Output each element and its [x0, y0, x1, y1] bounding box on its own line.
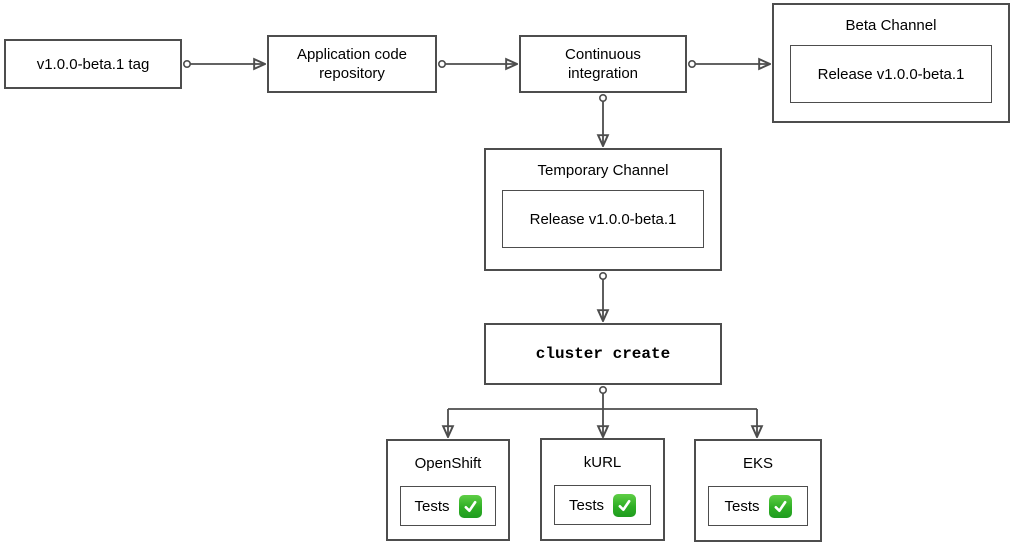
check-mark-icon [768, 494, 792, 518]
node-temp-channel: Temporary Channel Release v1.0.0-beta.1 [484, 148, 722, 271]
node-ci: Continuous integration [519, 35, 687, 93]
tests-label: Tests [724, 497, 760, 515]
node-temp-release: Release v1.0.0-beta.1 [502, 190, 704, 248]
node-openshift-tests: Tests [400, 486, 496, 526]
node-kurl: kURL Tests [540, 438, 665, 541]
node-kurl-tests: Tests [554, 485, 651, 525]
node-repo-label: Application code repository [296, 46, 408, 82]
node-temp-release-label: Release v1.0.0-beta.1 [529, 210, 677, 228]
tests-label: Tests [414, 497, 450, 515]
node-tag: v1.0.0-beta.1 tag [4, 39, 182, 89]
node-openshift-title: OpenShift [414, 455, 482, 472]
tests-label: Tests [568, 496, 604, 514]
node-eks-tests: Tests [708, 486, 808, 526]
node-openshift: OpenShift Tests [386, 439, 510, 541]
node-tag-label: v1.0.0-beta.1 tag [36, 55, 150, 73]
node-eks: EKS Tests [694, 439, 822, 542]
node-beta-channel-title: Beta Channel [845, 16, 937, 34]
node-eks-title: EKS [742, 455, 773, 472]
node-cluster-create-label: cluster create [535, 344, 671, 363]
node-beta-channel: Beta Channel Release v1.0.0-beta.1 [772, 3, 1010, 123]
node-ci-label: Continuous integration [565, 46, 641, 82]
node-beta-release: Release v1.0.0-beta.1 [790, 45, 992, 103]
check-mark-icon [613, 493, 636, 517]
node-cluster-create: cluster create [484, 323, 722, 385]
node-repo: Application code repository [267, 35, 437, 93]
node-temp-channel-title: Temporary Channel [537, 161, 669, 179]
check-mark-icon [458, 494, 482, 518]
node-kurl-title: kURL [583, 454, 622, 471]
node-beta-release-label: Release v1.0.0-beta.1 [817, 65, 965, 83]
